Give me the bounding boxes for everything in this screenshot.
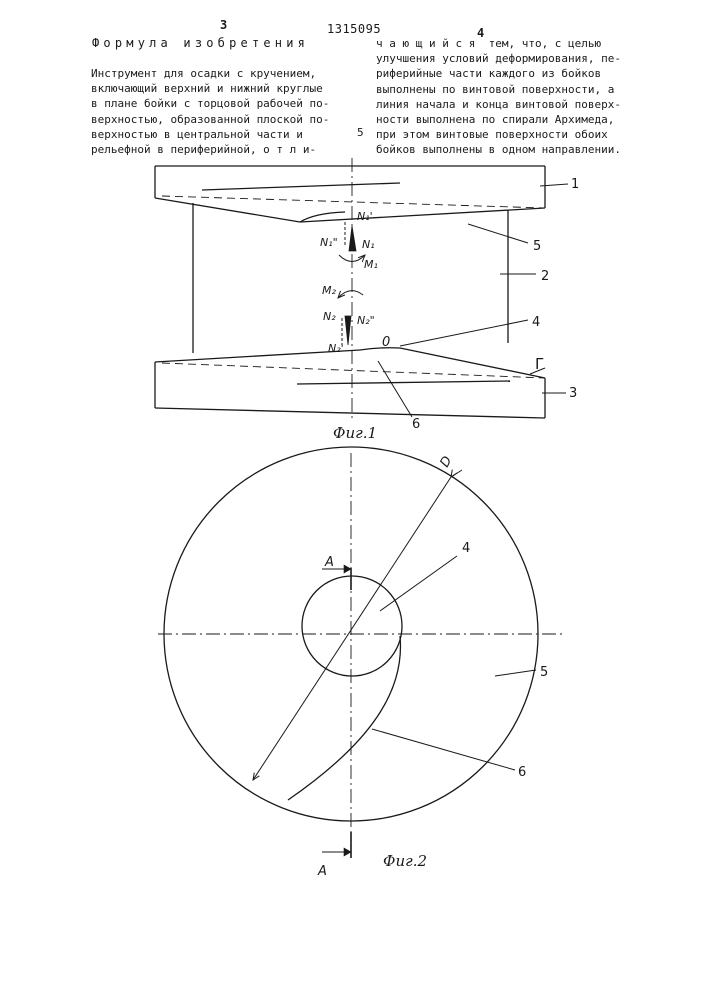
label-N1-double-prime: N₁" bbox=[320, 236, 338, 249]
billet bbox=[193, 203, 508, 353]
figure-1-labels: 1 5 2 4 3 6 Г 0 N₁' N₁" N₁ M₁ M₂ N₂ N₂" … bbox=[320, 177, 579, 432]
label-N2-double-prime: N₂" bbox=[357, 314, 375, 327]
figure-2 bbox=[158, 447, 565, 860]
archimedes-spiral bbox=[288, 636, 400, 800]
upper-die bbox=[155, 166, 545, 222]
figure-2-caption: Фиг.2 bbox=[383, 852, 427, 870]
section-label-A-top: A bbox=[324, 555, 334, 570]
diameter-line bbox=[253, 477, 451, 780]
inner-circle bbox=[302, 576, 402, 676]
figure-2-labels: A A D 4 5 6 bbox=[317, 454, 548, 879]
label-N1-prime: N₁' bbox=[357, 210, 373, 223]
label-D: D bbox=[437, 454, 455, 470]
figure-1-caption: Фиг.1 bbox=[333, 424, 377, 442]
label-2: 2 bbox=[541, 269, 549, 284]
lower-die bbox=[155, 348, 545, 418]
label-M1: M₁ bbox=[364, 258, 378, 271]
figure-1 bbox=[155, 158, 568, 420]
section-label-A-bottom: A bbox=[317, 864, 327, 879]
label-O: 0 bbox=[382, 335, 390, 350]
fig2-label-4: 4 bbox=[462, 541, 470, 556]
label-N2: N₂ bbox=[323, 310, 336, 323]
fig2-label-5: 5 bbox=[540, 665, 548, 680]
label-M2: M₂ bbox=[322, 284, 336, 297]
fig2-label-6: 6 bbox=[518, 765, 526, 780]
label-G: Г bbox=[535, 355, 544, 373]
label-6: 6 bbox=[412, 417, 420, 432]
label-3: 3 bbox=[569, 386, 577, 401]
label-4: 4 bbox=[532, 315, 540, 330]
label-N1: N₁ bbox=[362, 238, 375, 251]
label-5: 5 bbox=[533, 239, 541, 254]
label-1: 1 bbox=[571, 177, 579, 192]
label-N2-prime: N₂' bbox=[328, 342, 344, 355]
